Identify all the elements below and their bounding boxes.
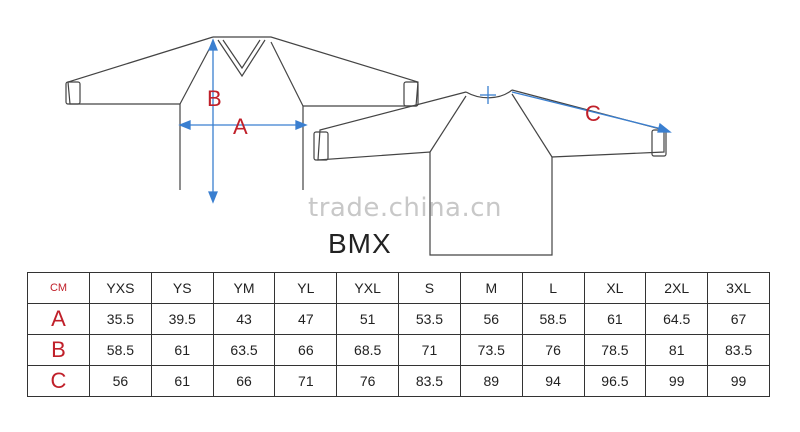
label-c: C — [585, 101, 601, 126]
label-a: A — [233, 114, 248, 139]
back-jersey — [313, 89, 667, 256]
row-label-c: C — [27, 365, 90, 397]
table-cell: 96.5 — [583, 365, 647, 397]
size-header-3xl: 3XL — [707, 272, 770, 304]
table-cell: 61 — [583, 303, 647, 335]
table-cell: 61 — [150, 365, 214, 397]
jersey-diagram: B A C — [65, 36, 672, 256]
size-header-yxs: YXS — [89, 272, 152, 304]
table-cell: 64.5 — [645, 303, 709, 335]
size-header-xl: XL — [583, 272, 647, 304]
table-cell: 66 — [212, 365, 276, 397]
table-cell: 63.5 — [212, 334, 276, 366]
table-cell: 35.5 — [89, 303, 152, 335]
size-header-yl: YL — [274, 272, 338, 304]
size-header-l: L — [521, 272, 585, 304]
table-cell: 73.5 — [459, 334, 523, 366]
table-cell: 53.5 — [398, 303, 461, 335]
table-cell: 83.5 — [707, 334, 770, 366]
table-cell: 66 — [274, 334, 338, 366]
table-cell: 99 — [645, 365, 709, 397]
table-cell: 94 — [521, 365, 585, 397]
table-cell: 68.5 — [336, 334, 400, 366]
table-cell: 56 — [89, 365, 152, 397]
front-jersey — [65, 36, 419, 190]
table-cell: 67 — [707, 303, 770, 335]
table-cell: 47 — [274, 303, 338, 335]
measure-lines — [178, 38, 672, 204]
size-header-ys: YS — [150, 272, 214, 304]
table-cell: 71 — [398, 334, 461, 366]
table-cell: 99 — [707, 365, 770, 397]
size-header-2xl: 2XL — [645, 272, 709, 304]
size-header-m: M — [459, 272, 523, 304]
row-label-a: A — [27, 303, 90, 335]
table-cell: 58.5 — [89, 334, 152, 366]
table-cell: 71 — [274, 365, 338, 397]
unit-header: CM — [27, 272, 90, 304]
table-cell: 78.5 — [583, 334, 647, 366]
table-cell: 58.5 — [521, 303, 585, 335]
page-title: BMX — [328, 228, 392, 259]
row-label-b: B — [27, 334, 90, 366]
table-cell: 56 — [459, 303, 523, 335]
table-cell: 76 — [521, 334, 585, 366]
table-cell: 43 — [212, 303, 276, 335]
table-cell: 76 — [336, 365, 400, 397]
table-cell: 61 — [150, 334, 214, 366]
watermark: trade.china.cn — [308, 193, 503, 223]
table-cell: 83.5 — [398, 365, 461, 397]
table-cell: 51 — [336, 303, 400, 335]
label-b: B — [207, 86, 222, 111]
table-cell: 89 — [459, 365, 523, 397]
size-header-s: S — [398, 272, 461, 304]
table-cell: 39.5 — [150, 303, 214, 335]
size-header-ym: YM — [212, 272, 276, 304]
table-cell: 81 — [645, 334, 709, 366]
size-header-yxl: YXL — [336, 272, 400, 304]
